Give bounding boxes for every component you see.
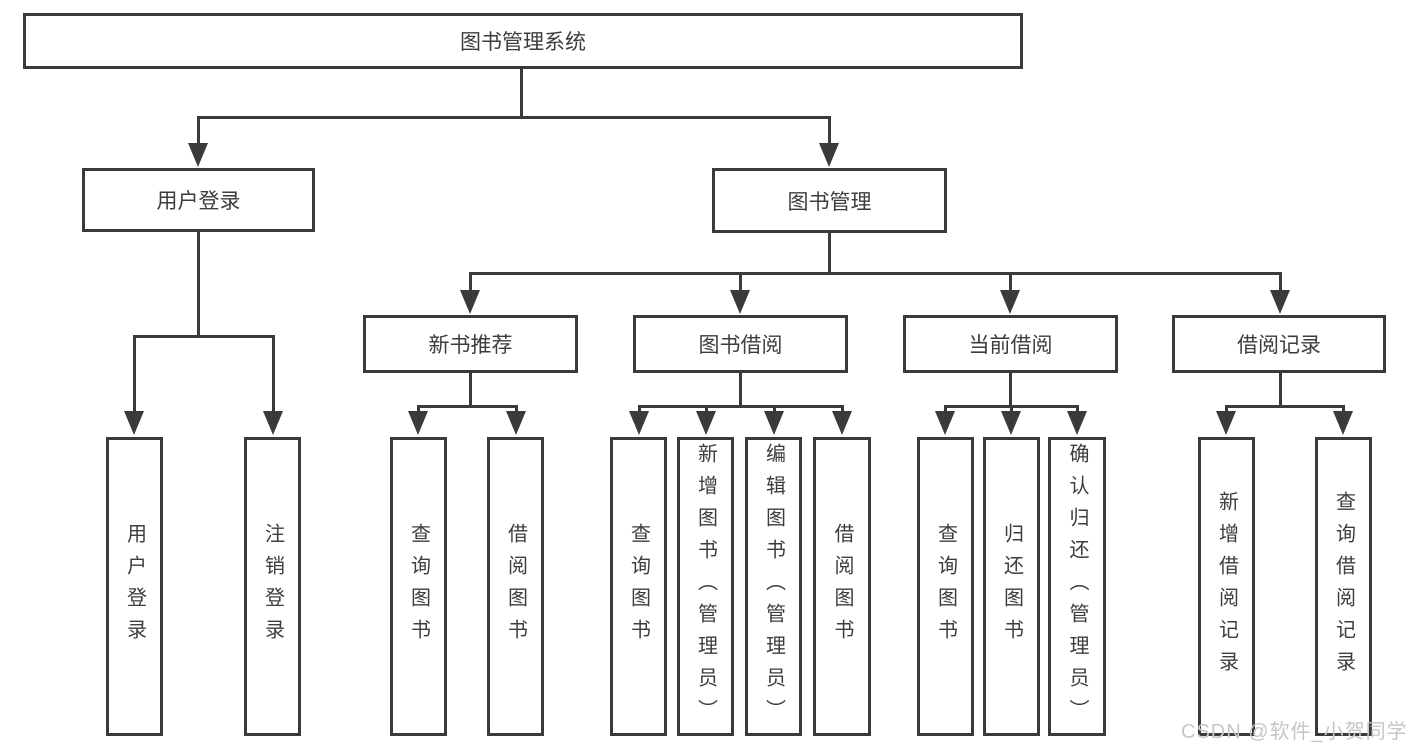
arrow-down-icon xyxy=(1067,411,1087,435)
leaf-return-books: 归还图书 xyxy=(983,437,1040,736)
arrow-down-icon xyxy=(263,411,283,435)
connector-line xyxy=(1009,272,1012,294)
leaf-edit-book-admin: 编辑图书（管理员） xyxy=(745,437,802,736)
arrow-down-icon xyxy=(1270,290,1290,314)
connector-line xyxy=(515,405,518,415)
node-label: 当前借阅 xyxy=(968,334,1053,357)
connector-line xyxy=(469,272,472,294)
node-new-book-recommendation: 新书推荐 xyxy=(363,315,578,373)
connector-line xyxy=(1009,372,1012,408)
connector-line xyxy=(638,405,641,415)
connector-line xyxy=(520,69,523,119)
connector-line xyxy=(197,116,831,119)
connector-line xyxy=(133,335,136,413)
connector-line xyxy=(417,405,420,415)
node-book-management: 图书管理 xyxy=(712,168,947,233)
arrow-down-icon xyxy=(188,143,208,167)
arrow-down-icon xyxy=(1333,411,1353,435)
connector-line xyxy=(197,116,200,148)
leaf-borrow-books: 借阅图书 xyxy=(813,437,871,736)
connector-line xyxy=(1225,405,1344,408)
leaf-query-books-borrowing: 查询图书 xyxy=(610,437,667,736)
connector-line xyxy=(739,272,742,294)
leaf-add-book-admin: 新增图书（管理员） xyxy=(677,437,734,736)
node-label: 注销登录 xyxy=(261,522,284,651)
node-label: 查询图书 xyxy=(407,522,430,651)
connector-line xyxy=(739,372,742,408)
connector-line xyxy=(1279,372,1282,408)
leaf-query-books-recommend: 查询图书 xyxy=(390,437,447,736)
connector-line xyxy=(1279,272,1282,294)
connector-line xyxy=(469,372,472,408)
arrow-down-icon xyxy=(1000,290,1020,314)
node-label: 查询图书 xyxy=(934,522,957,651)
node-label: 归还图书 xyxy=(1000,522,1023,651)
arrow-down-icon xyxy=(460,290,480,314)
arrow-down-icon xyxy=(730,290,750,314)
node-label: 新增借阅记录 xyxy=(1215,490,1238,683)
arrow-down-icon xyxy=(764,411,784,435)
arrow-down-icon xyxy=(1001,411,1021,435)
arrow-down-icon xyxy=(124,411,144,435)
arrow-down-icon xyxy=(832,411,852,435)
leaf-query-borrow-record: 查询借阅记录 xyxy=(1315,437,1372,736)
csdn-watermark: CSDN @软件_小贺同学 xyxy=(1181,721,1405,743)
leaf-user-login: 用户登录 xyxy=(106,437,163,736)
node-label: 用户登录 xyxy=(123,522,146,651)
node-label: 编辑图书（管理员） xyxy=(762,442,785,731)
connector-line xyxy=(1010,405,1013,415)
connector-line xyxy=(272,335,275,413)
node-label: 图书管理系统 xyxy=(460,31,586,54)
connector-line xyxy=(773,405,776,415)
arrow-down-icon xyxy=(1216,411,1236,435)
connector-line xyxy=(197,232,200,337)
node-label: 借阅记录 xyxy=(1237,334,1321,357)
node-label: 借阅图书 xyxy=(504,522,527,651)
leaf-query-books-current: 查询图书 xyxy=(917,437,974,736)
arrow-down-icon xyxy=(629,411,649,435)
arrow-down-icon xyxy=(819,143,839,167)
node-label: 查询借阅记录 xyxy=(1332,490,1355,683)
connector-line xyxy=(705,405,708,415)
node-borrowing-records: 借阅记录 xyxy=(1172,315,1386,373)
arrow-down-icon xyxy=(506,411,526,435)
connector-line xyxy=(1225,405,1228,415)
node-label: 查询图书 xyxy=(627,522,650,651)
node-label: 用户登录 xyxy=(156,190,241,213)
node-user-login: 用户登录 xyxy=(82,168,315,232)
arrow-down-icon xyxy=(935,411,955,435)
connector-line xyxy=(417,405,518,408)
node-label: 借阅图书 xyxy=(831,522,853,651)
node-label: 新增图书（管理员） xyxy=(694,442,717,731)
connector-line xyxy=(944,405,947,415)
node-label: 新书推荐 xyxy=(428,334,513,357)
connector-line xyxy=(133,335,274,338)
connector-line xyxy=(828,116,831,148)
arrow-down-icon xyxy=(696,411,716,435)
connector-line xyxy=(841,405,844,415)
node-book-borrowing: 图书借阅 xyxy=(633,315,848,373)
connector-line xyxy=(828,232,831,274)
arrow-down-icon xyxy=(408,411,428,435)
connector-line xyxy=(638,405,844,408)
leaf-add-borrow-record: 新增借阅记录 xyxy=(1198,437,1255,736)
connector-line xyxy=(1342,405,1345,415)
node-current-borrowing: 当前借阅 xyxy=(903,315,1118,373)
leaf-borrow-books-recommend: 借阅图书 xyxy=(487,437,544,736)
node-label: 确认归还（管理员） xyxy=(1066,442,1088,731)
node-label: 图书管理 xyxy=(787,190,872,214)
node-library-management-system: 图书管理系统 xyxy=(23,13,1023,69)
leaf-logout: 注销登录 xyxy=(244,437,301,736)
connector-line xyxy=(469,272,1282,275)
connector-line xyxy=(1076,405,1079,415)
node-label: 图书借阅 xyxy=(698,334,783,357)
leaf-confirm-return-admin: 确认归还（管理员） xyxy=(1048,437,1106,736)
